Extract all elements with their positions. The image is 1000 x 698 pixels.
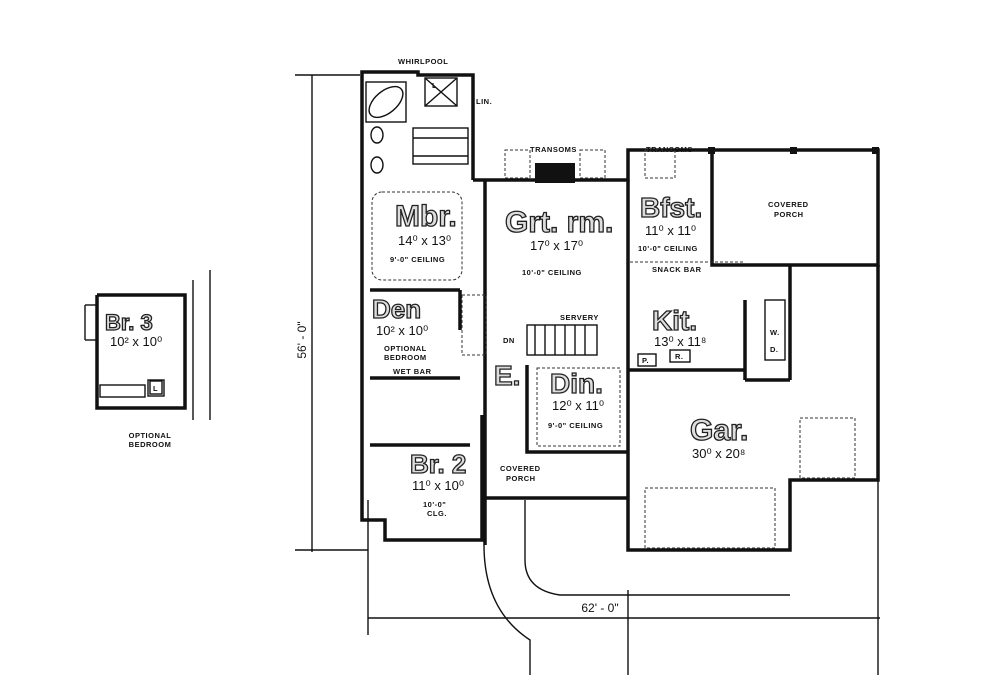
ceiling-grt: 10'-0" CEILING bbox=[522, 268, 582, 277]
room-labels: Mbr. 14⁰ x 13⁰ 9'-0" CEILING Grt. rm. 17… bbox=[371, 191, 749, 518]
transoms-label: TRANSOMS bbox=[530, 145, 577, 154]
servery-label: SERVERY bbox=[560, 313, 599, 322]
room-size-grt: 17⁰ x 17⁰ bbox=[530, 238, 583, 253]
room-name-entry: E. bbox=[494, 360, 520, 391]
wet-bar-label: WET BAR bbox=[393, 367, 432, 376]
stairs bbox=[526, 324, 598, 356]
covered-porch-label: COVERED bbox=[500, 464, 541, 473]
walkway-edge bbox=[524, 500, 790, 596]
whirlpool-label: WHIRLPOOL bbox=[398, 57, 448, 66]
ceiling-br2: CLG. bbox=[427, 509, 447, 518]
annotation-labels: TRANSOMS TRANSOMS SNACK BAR SERVERY DN W… bbox=[149, 81, 809, 483]
width-dimension: 62' - 0" bbox=[367, 470, 880, 675]
washer-label: W. bbox=[770, 328, 780, 337]
ceiling-bfst: 10'-0" CEILING bbox=[638, 244, 698, 253]
room-size-br2: 11⁰ x 10⁰ bbox=[412, 478, 464, 493]
depth-label: 56' - 0" bbox=[295, 321, 309, 358]
master-bath: WHIRLPOOL LIN. bbox=[360, 57, 492, 180]
room-size-din: 12⁰ x 11⁰ bbox=[552, 398, 604, 413]
den-note: BEDROOM bbox=[384, 353, 427, 362]
transoms-label: TRANSOMS bbox=[646, 145, 693, 154]
dashed-features bbox=[371, 149, 856, 549]
room-size-den: 10² x 10⁰ bbox=[376, 323, 428, 338]
room-name-bfst: Bfst. bbox=[640, 192, 702, 223]
driveway-edge bbox=[483, 544, 531, 675]
room-name-den: Den bbox=[372, 294, 421, 324]
room-name-mbr: Mbr. bbox=[395, 200, 457, 233]
room-name-din: Din. bbox=[550, 368, 603, 399]
room-size-kit: 13⁰ x 11⁸ bbox=[654, 334, 706, 349]
ceiling-din: 9'-0" CEILING bbox=[548, 421, 603, 430]
optional-bedroom-label: OPTIONAL bbox=[129, 431, 172, 440]
linen-closet-label: L bbox=[432, 81, 437, 90]
post bbox=[790, 147, 797, 154]
covered-porch-label: COVERED bbox=[768, 200, 809, 209]
room-size-mbr: 14⁰ x 13⁰ bbox=[398, 233, 451, 248]
snack-bar-label: SNACK BAR bbox=[652, 265, 702, 274]
post bbox=[708, 147, 715, 154]
post bbox=[872, 147, 879, 154]
room-name-kit: Kit. bbox=[652, 305, 697, 336]
covered-porch-label: PORCH bbox=[774, 210, 804, 219]
ceiling-br2: 10'-0" bbox=[423, 500, 446, 509]
covered-porch-label: PORCH bbox=[506, 474, 536, 483]
dryer-label: D. bbox=[770, 345, 779, 354]
depth-dimension: 56' - 0" bbox=[295, 74, 368, 552]
room-name-br2: Br. 2 bbox=[410, 449, 466, 479]
optional-bedroom-label: BEDROOM bbox=[129, 440, 172, 449]
refrigerator-label: R. bbox=[675, 352, 684, 361]
room-size-gar: 30⁰ x 20⁸ bbox=[692, 446, 745, 461]
room-name-gar: Gar. bbox=[690, 414, 748, 447]
room-name-br3: Br. 3 bbox=[105, 310, 153, 335]
room-size-br3: 10² x 10⁰ bbox=[110, 334, 162, 349]
ceiling-mbr: 9'-0" CEILING bbox=[390, 255, 445, 264]
linen-closet-label: L bbox=[153, 384, 158, 393]
pantry-label: P. bbox=[642, 356, 649, 365]
room-size-bfst: 11⁰ x 11⁰ bbox=[645, 223, 696, 238]
optional-bedroom-3: OPTIONAL BEDROOM Br. 3 10² x 10⁰ bbox=[84, 270, 211, 449]
room-name-grt: Grt. rm. bbox=[505, 206, 613, 239]
linen-label: LIN. bbox=[476, 97, 492, 106]
fireplace bbox=[535, 163, 575, 183]
den-note: OPTIONAL bbox=[384, 344, 427, 353]
stairs-down-label: DN bbox=[503, 336, 515, 345]
width-label: 62' - 0" bbox=[581, 601, 618, 615]
